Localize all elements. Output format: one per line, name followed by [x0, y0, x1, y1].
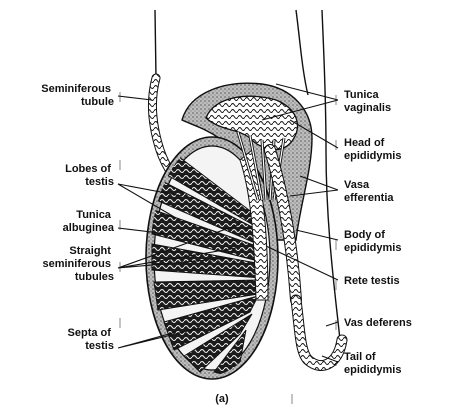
- label-straight-seminiferous-tubules: Straight seminiferous tubules: [42, 245, 114, 283]
- label-vasa-efferentia: Vasa efferentia: [344, 179, 394, 204]
- label-septa-of-testis: Septa of testis: [68, 327, 114, 352]
- label-vas-deferens: Vas deferens: [344, 317, 412, 329]
- label-body-of-epididymis: Body of epididymis: [344, 229, 401, 254]
- label-tunica-vaginalis: Tunica vaginalis: [344, 89, 391, 114]
- label-rete-testis: Rete testis: [344, 275, 400, 287]
- label-head-of-epididymis: Head of epididymis: [344, 137, 401, 162]
- labels-right: Tunica vaginalis Head of epididymis Vasa…: [344, 89, 412, 376]
- figure-caption: (a): [215, 393, 229, 405]
- label-seminiferous-tubule: Seminiferous tubule: [41, 83, 114, 108]
- label-tunica-albuginea: Tunica albuginea: [63, 209, 115, 234]
- label-lobes-of-testis: Lobes of testis: [65, 163, 114, 188]
- labels-left: Seminiferous tubule Lobes of testis Tuni…: [41, 83, 115, 352]
- label-tail-of-epididymis: Tail of epididymis: [344, 351, 401, 376]
